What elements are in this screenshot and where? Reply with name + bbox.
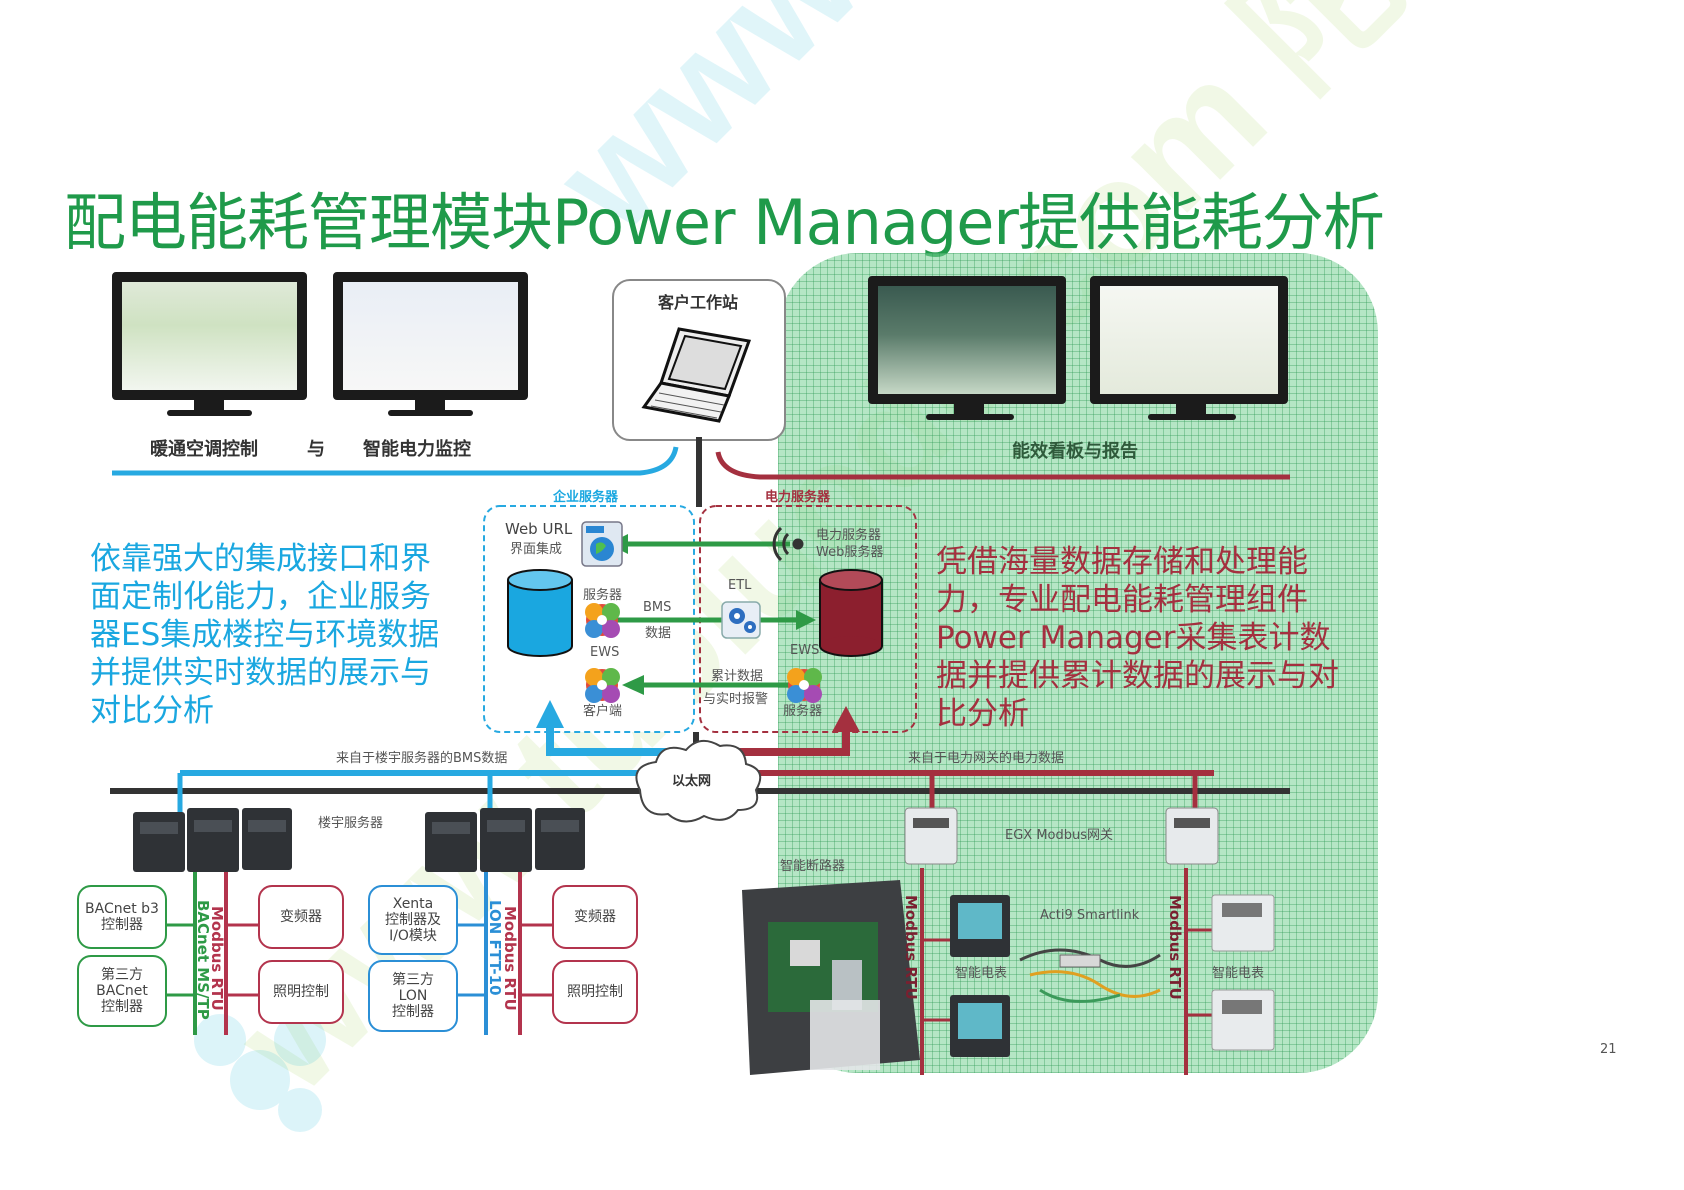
- bms-uplink: [546, 725, 680, 756]
- smart-meter-3-icon: [1211, 894, 1275, 952]
- and-label: 与: [307, 439, 325, 460]
- building-server-label: 楼宇服务器: [318, 816, 384, 831]
- workstation-box: 客户工作站: [612, 279, 786, 441]
- power-web-label-2: Web服务器: [816, 545, 884, 560]
- ews-right-label: EWS: [790, 643, 820, 658]
- arrow-right-etl-icon: [796, 610, 816, 630]
- egx-label: EGX Modbus网关: [1005, 828, 1114, 843]
- vfd-box-2: 变频器: [552, 885, 638, 949]
- egx-gateway-1-icon: [904, 807, 958, 865]
- dashboard-monitor-2: [1090, 276, 1290, 426]
- server-right-label: 服务器: [783, 704, 823, 719]
- lighting-control-box-2: 照明控制: [552, 960, 638, 1024]
- lighting-control-box-1: 照明控制: [258, 960, 344, 1024]
- vfd-box-1: 变频器: [258, 885, 344, 949]
- acti9-smartlink-icon: [1019, 948, 1161, 1003]
- modbus-rtu-label-1: Modbus RTU: [208, 906, 226, 1011]
- ews-left-label: EWS: [590, 645, 620, 660]
- ews-power-server-icon: [787, 668, 822, 703]
- third-party-lon-controller: 第三方 LON 控制器: [368, 960, 458, 1032]
- ews-client-icon: [585, 668, 620, 703]
- smart-meter-1-icon: [950, 895, 1010, 957]
- workstation-link: [696, 437, 702, 507]
- workstation-label: 客户工作站: [658, 293, 739, 312]
- power-arrow-icon: [832, 706, 860, 732]
- web-url-sub-label: 界面集成: [510, 542, 563, 557]
- integration-description: 依靠强大的集成接口和界面定制化能力，企业服务器ES集成楼控与环境数据并提供实时数…: [90, 541, 440, 729]
- xenta-controller: Xenta 控制器及 I/O模块: [368, 885, 458, 955]
- bms-from-label: 来自于楼宇服务器的BMS数据: [336, 751, 508, 766]
- arrow-left-ews-icon: [622, 675, 644, 695]
- smart-breaker-icon: [742, 880, 920, 1075]
- etl-gear-icon: [721, 601, 761, 639]
- hvac-label: 暖通空调控制: [150, 439, 258, 460]
- bms-data-label: 数据: [645, 626, 672, 641]
- ews-server-icon: [585, 603, 620, 638]
- enterprise-database-icon: [507, 569, 573, 657]
- web-url-label: Web URL: [505, 520, 573, 538]
- acti9-label: Acti9 Smartlink: [1040, 908, 1140, 923]
- bms-label: BMS: [643, 600, 672, 615]
- smart-meter-label-1: 智能电表: [955, 966, 1008, 981]
- power-server-title: 电力服务器: [765, 490, 831, 505]
- power-manager-description: 凭借海量数据存储和处理能力，专业配电能耗管理组件Power Manager采集表…: [936, 544, 1339, 732]
- etl-label: ETL: [728, 578, 752, 593]
- hvac-monitor: [112, 272, 307, 420]
- ethernet-label: 以太网: [672, 774, 712, 789]
- server-label: 服务器: [583, 588, 623, 603]
- ethernet-cloud-icon: [635, 739, 762, 823]
- watermark-flower-icon: [194, 1014, 326, 1132]
- third-party-bacnet-controller: 第三方 BACnet 控制器: [77, 955, 167, 1027]
- wifi-icon: [772, 526, 804, 562]
- modbus-rtu-label-3: Modbus RTU: [902, 895, 920, 1000]
- page-number: 21: [1600, 1042, 1617, 1057]
- power-database-icon: [819, 569, 883, 657]
- modbus-rtu-label-2: Modbus RTU: [501, 906, 519, 1011]
- egx-gateway-2-icon: [1165, 807, 1219, 865]
- smart-meter-label-2: 智能电表: [1212, 966, 1265, 981]
- smart-breaker-label: 智能断路器: [780, 859, 846, 874]
- lon-ftt-label: LON FTT-10: [486, 900, 504, 996]
- bacnet-b3-controller: BACnet b3 控制器: [77, 885, 167, 949]
- controllers-mid-icon: [425, 808, 585, 872]
- page-title: 配电能耗管理模块Power Manager提供能耗分析: [64, 186, 1385, 259]
- power-uplink: [720, 730, 850, 756]
- cumulative-data-label: 累计数据: [711, 669, 764, 684]
- client-label: 客户端: [583, 704, 623, 719]
- power-monitor: [333, 272, 528, 420]
- realtime-alarm-label: 与实时报警: [703, 692, 769, 707]
- dashboard-label: 能效看板与报告: [1012, 441, 1138, 462]
- web-globe-icon: [581, 521, 623, 567]
- laptop-icon: [641, 327, 752, 423]
- hvac-curve-line: [112, 446, 679, 476]
- bacnet-mstp-label: BACnet MS/TP: [194, 900, 212, 1020]
- enterprise-server-title: 企业服务器: [553, 490, 619, 505]
- smart-meter-2-icon: [950, 995, 1010, 1057]
- power-web-label-1: 电力服务器: [816, 528, 882, 543]
- smart-meter-4-icon: [1211, 989, 1275, 1051]
- power-monitoring-label: 智能电力监控: [363, 439, 471, 460]
- controllers-left-icon: [133, 808, 292, 872]
- modbus-rtu-label-4: Modbus RTU: [1166, 895, 1184, 1000]
- power-from-label: 来自于电力网关的电力数据: [908, 751, 1065, 766]
- power-curve-line: [715, 451, 1290, 480]
- dashboard-monitor-1: [868, 276, 1068, 426]
- bms-arrow-icon: [536, 700, 564, 728]
